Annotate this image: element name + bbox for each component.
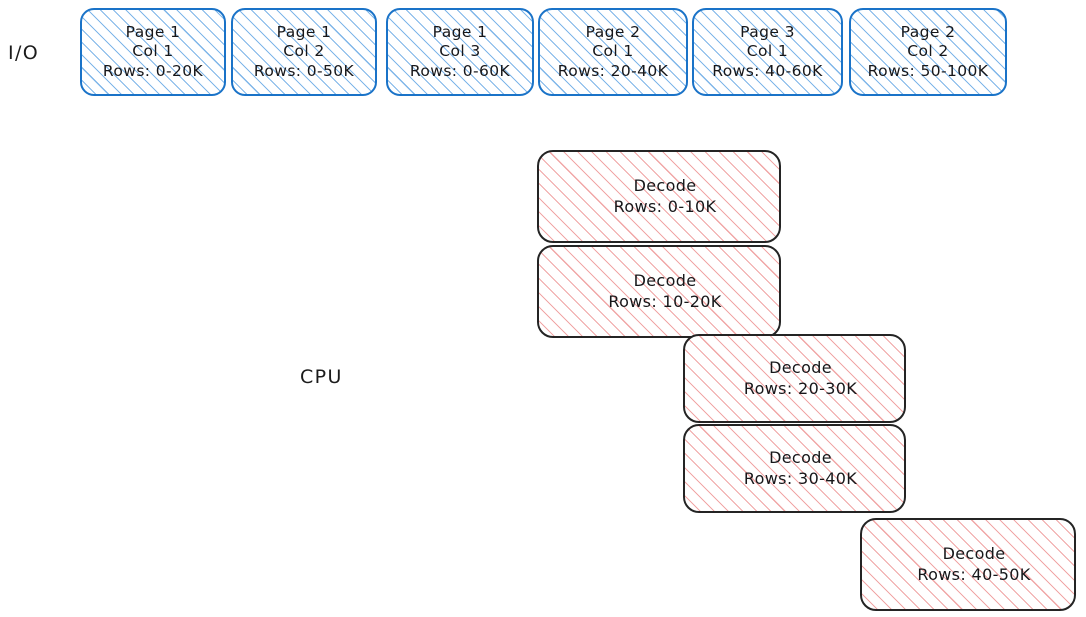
io-node-col: Col 3 — [439, 42, 481, 61]
cpu-decode-node-op: Decode — [942, 544, 1006, 564]
io-node-rows: Rows: 40-60K — [712, 61, 823, 80]
cpu-decode-node-text: Decode Rows: 30-40K — [744, 448, 857, 488]
cpu-decode-node[interactable]: Decode Rows: 40-50K — [860, 518, 1076, 611]
cpu-decode-node-rows: Rows: 40-50K — [917, 564, 1031, 584]
io-node[interactable]: Page 1 Col 2 Rows: 0-50K — [231, 8, 377, 96]
cpu-decode-node-rows: Rows: 10-20K — [608, 291, 722, 311]
io-node-page: Page 2 — [900, 22, 956, 41]
cpu-decode-node[interactable]: Decode Rows: 30-40K — [683, 424, 906, 513]
cpu-decode-node-rows: Rows: 0-10K — [613, 196, 717, 216]
io-node-rows: Rows: 0-20K — [102, 61, 204, 80]
lane-label-io: I/O — [8, 42, 40, 64]
io-node-rows: Rows: 20-40K — [557, 61, 669, 80]
cpu-decode-node[interactable]: Decode Rows: 20-30K — [683, 334, 906, 423]
io-node-col: Col 2 — [907, 42, 949, 61]
io-node[interactable]: Page 1 Col 1 Rows: 0-20K — [80, 8, 226, 96]
io-node[interactable]: Page 2 Col 2 Rows: 50-100K — [849, 8, 1007, 96]
cpu-decode-node[interactable]: Decode Rows: 10-20K — [537, 245, 781, 338]
io-node-page: Page 2 — [585, 22, 641, 41]
io-node-page: Page 1 — [125, 22, 181, 41]
cpu-decode-node-text: Decode Rows: 40-50K — [917, 544, 1030, 584]
cpu-decode-node-op: Decode — [633, 176, 697, 196]
io-node-rows: Rows: 50-100K — [867, 61, 989, 80]
io-node-page: Page 1 — [276, 22, 332, 41]
io-node[interactable]: Page 3 Col 1 Rows: 40-60K — [692, 8, 843, 96]
io-node[interactable]: Page 2 Col 1 Rows: 20-40K — [538, 8, 688, 96]
cpu-decode-node-text: Decode Rows: 10-20K — [608, 271, 721, 311]
io-node-rows: Rows: 0-50K — [253, 61, 355, 80]
cpu-decode-node-rows: Rows: 20-30K — [743, 378, 858, 398]
cpu-decode-node-rows: Rows: 30-40K — [743, 468, 858, 488]
cpu-decode-node-op: Decode — [769, 358, 832, 378]
cpu-decode-node-text: Decode Rows: 0-10K — [614, 176, 717, 216]
io-node-page: Page 3 — [740, 22, 795, 41]
io-node[interactable]: Page 1 Col 3 Rows: 0-60K — [386, 8, 534, 96]
cpu-decode-node-text: Decode Rows: 20-30K — [744, 358, 857, 398]
io-node-rows: Rows: 0-60K — [409, 61, 511, 80]
io-node-col: Col 2 — [283, 42, 325, 61]
io-node-col: Col 1 — [592, 42, 634, 61]
cpu-decode-node[interactable]: Decode Rows: 0-10K — [537, 150, 781, 243]
io-node-col: Col 1 — [746, 42, 789, 61]
cpu-decode-node-op: Decode — [633, 271, 697, 291]
cpu-decode-node-op: Decode — [769, 448, 832, 468]
lane-label-cpu: CPU — [300, 366, 343, 388]
io-node-page: Page 1 — [432, 22, 488, 41]
io-node-col: Col 1 — [132, 42, 174, 61]
